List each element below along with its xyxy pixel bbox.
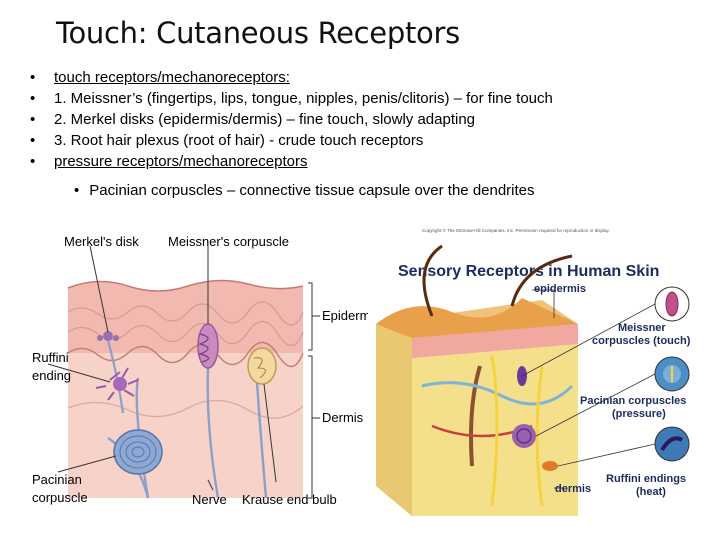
bullet-dot: •	[30, 69, 36, 86]
label-dermis-right: dermis	[555, 483, 591, 495]
inset-ruffini	[654, 426, 690, 462]
meissner-corpuscle-structure	[197, 323, 219, 369]
bullet-dot: •	[30, 111, 36, 128]
label-meissner-line2: corpuscles (touch)	[592, 335, 691, 347]
label-meissner-corpuscle: Meissner's corpuscle	[168, 234, 289, 249]
bullet-dot: •	[30, 153, 36, 170]
bullet-text: 2. Merkel disks (epidermis/dermis) – fin…	[54, 111, 476, 128]
label-pacinian-line2: corpuscle	[32, 490, 88, 505]
label-epidermis-left: Epidermis	[322, 308, 368, 323]
label-merkel-disk: Merkel's disk	[64, 234, 139, 249]
bullet-dot: •	[30, 132, 36, 149]
skin-receptor-diagram-left: Merkel's disk Meissner's corpuscle Epide…	[32, 234, 368, 507]
copyright-note: Copyright © The McGraw-Hill Companies, I…	[422, 227, 610, 233]
skin-receptor-diagram-right: Copyright © The McGraw-Hill Companies, I…	[376, 227, 691, 516]
label-ruffini-line2: ending	[32, 368, 71, 383]
bullet-text: touch receptors/mechanoreceptors:	[54, 69, 290, 86]
bullet-dot: •	[74, 182, 80, 199]
inset-meissner	[654, 286, 690, 322]
bullet-text: 1. Meissner’s (fingertips, lips, tongue,…	[54, 90, 553, 107]
bullet-item-meissner: • 1. Meissner’s (fingertips, lips, tongue…	[30, 88, 553, 109]
inset-pacinian	[654, 356, 690, 392]
label-dermis-left: Dermis	[322, 410, 364, 425]
label-pacinian-right-line1: Pacinian corpuscles	[580, 395, 686, 407]
sub-bullet-pacinian: • Pacinian corpuscles – connective tissue…	[74, 180, 535, 201]
label-ruffini-right-line2: (heat)	[636, 486, 666, 498]
bullet-item-pressure-receptors: • pressure receptors/mechanoreceptors	[30, 151, 553, 172]
label-nerve: Nerve	[192, 492, 227, 507]
bullet-item-root-hair: • 3. Root hair plexus (root of hair) - cr…	[30, 130, 553, 151]
bullet-text: 3. Root hair plexus (root of hair) - cru…	[54, 132, 424, 149]
krause-end-bulb-structure	[247, 347, 277, 385]
block-ruffini-structure	[542, 461, 558, 471]
block-pacinian-structure	[512, 424, 536, 448]
bullet-item-touch-receptors: • touch receptors/mechanoreceptors:	[30, 67, 553, 88]
bullet-dot: •	[30, 90, 36, 107]
label-krause-end-bulb: Krause end bulb	[242, 492, 337, 507]
label-epidermis-right: epidermis	[534, 283, 586, 295]
bullet-item-merkel: • 2. Merkel disks (epidermis/dermis) – fi…	[30, 109, 553, 130]
ruffini-ending-structure	[95, 367, 139, 401]
bullet-list: • touch receptors/mechanoreceptors: • 1. M…	[30, 67, 553, 172]
slide-title: Touch: Cutaneous Receptors	[56, 16, 460, 50]
sub-bullet-text: Pacinian corpuscles – connective tissue …	[89, 182, 535, 199]
label-ruffini-line1: Ruffini	[32, 350, 69, 365]
right-figure-title: Sensory Receptors in Human Skin	[398, 263, 659, 280]
label-pacinian-right-line2: (pressure)	[612, 408, 666, 420]
label-ruffini-right-line1: Ruffini endings	[606, 473, 686, 485]
label-meissner-line1: Meissner	[618, 322, 666, 334]
pacinian-corpuscle-structure	[113, 429, 163, 475]
label-pacinian-line1: Pacinian	[32, 472, 82, 487]
bullet-text: pressure receptors/mechanoreceptors	[54, 153, 308, 170]
merkel-disk-structure	[97, 331, 119, 341]
